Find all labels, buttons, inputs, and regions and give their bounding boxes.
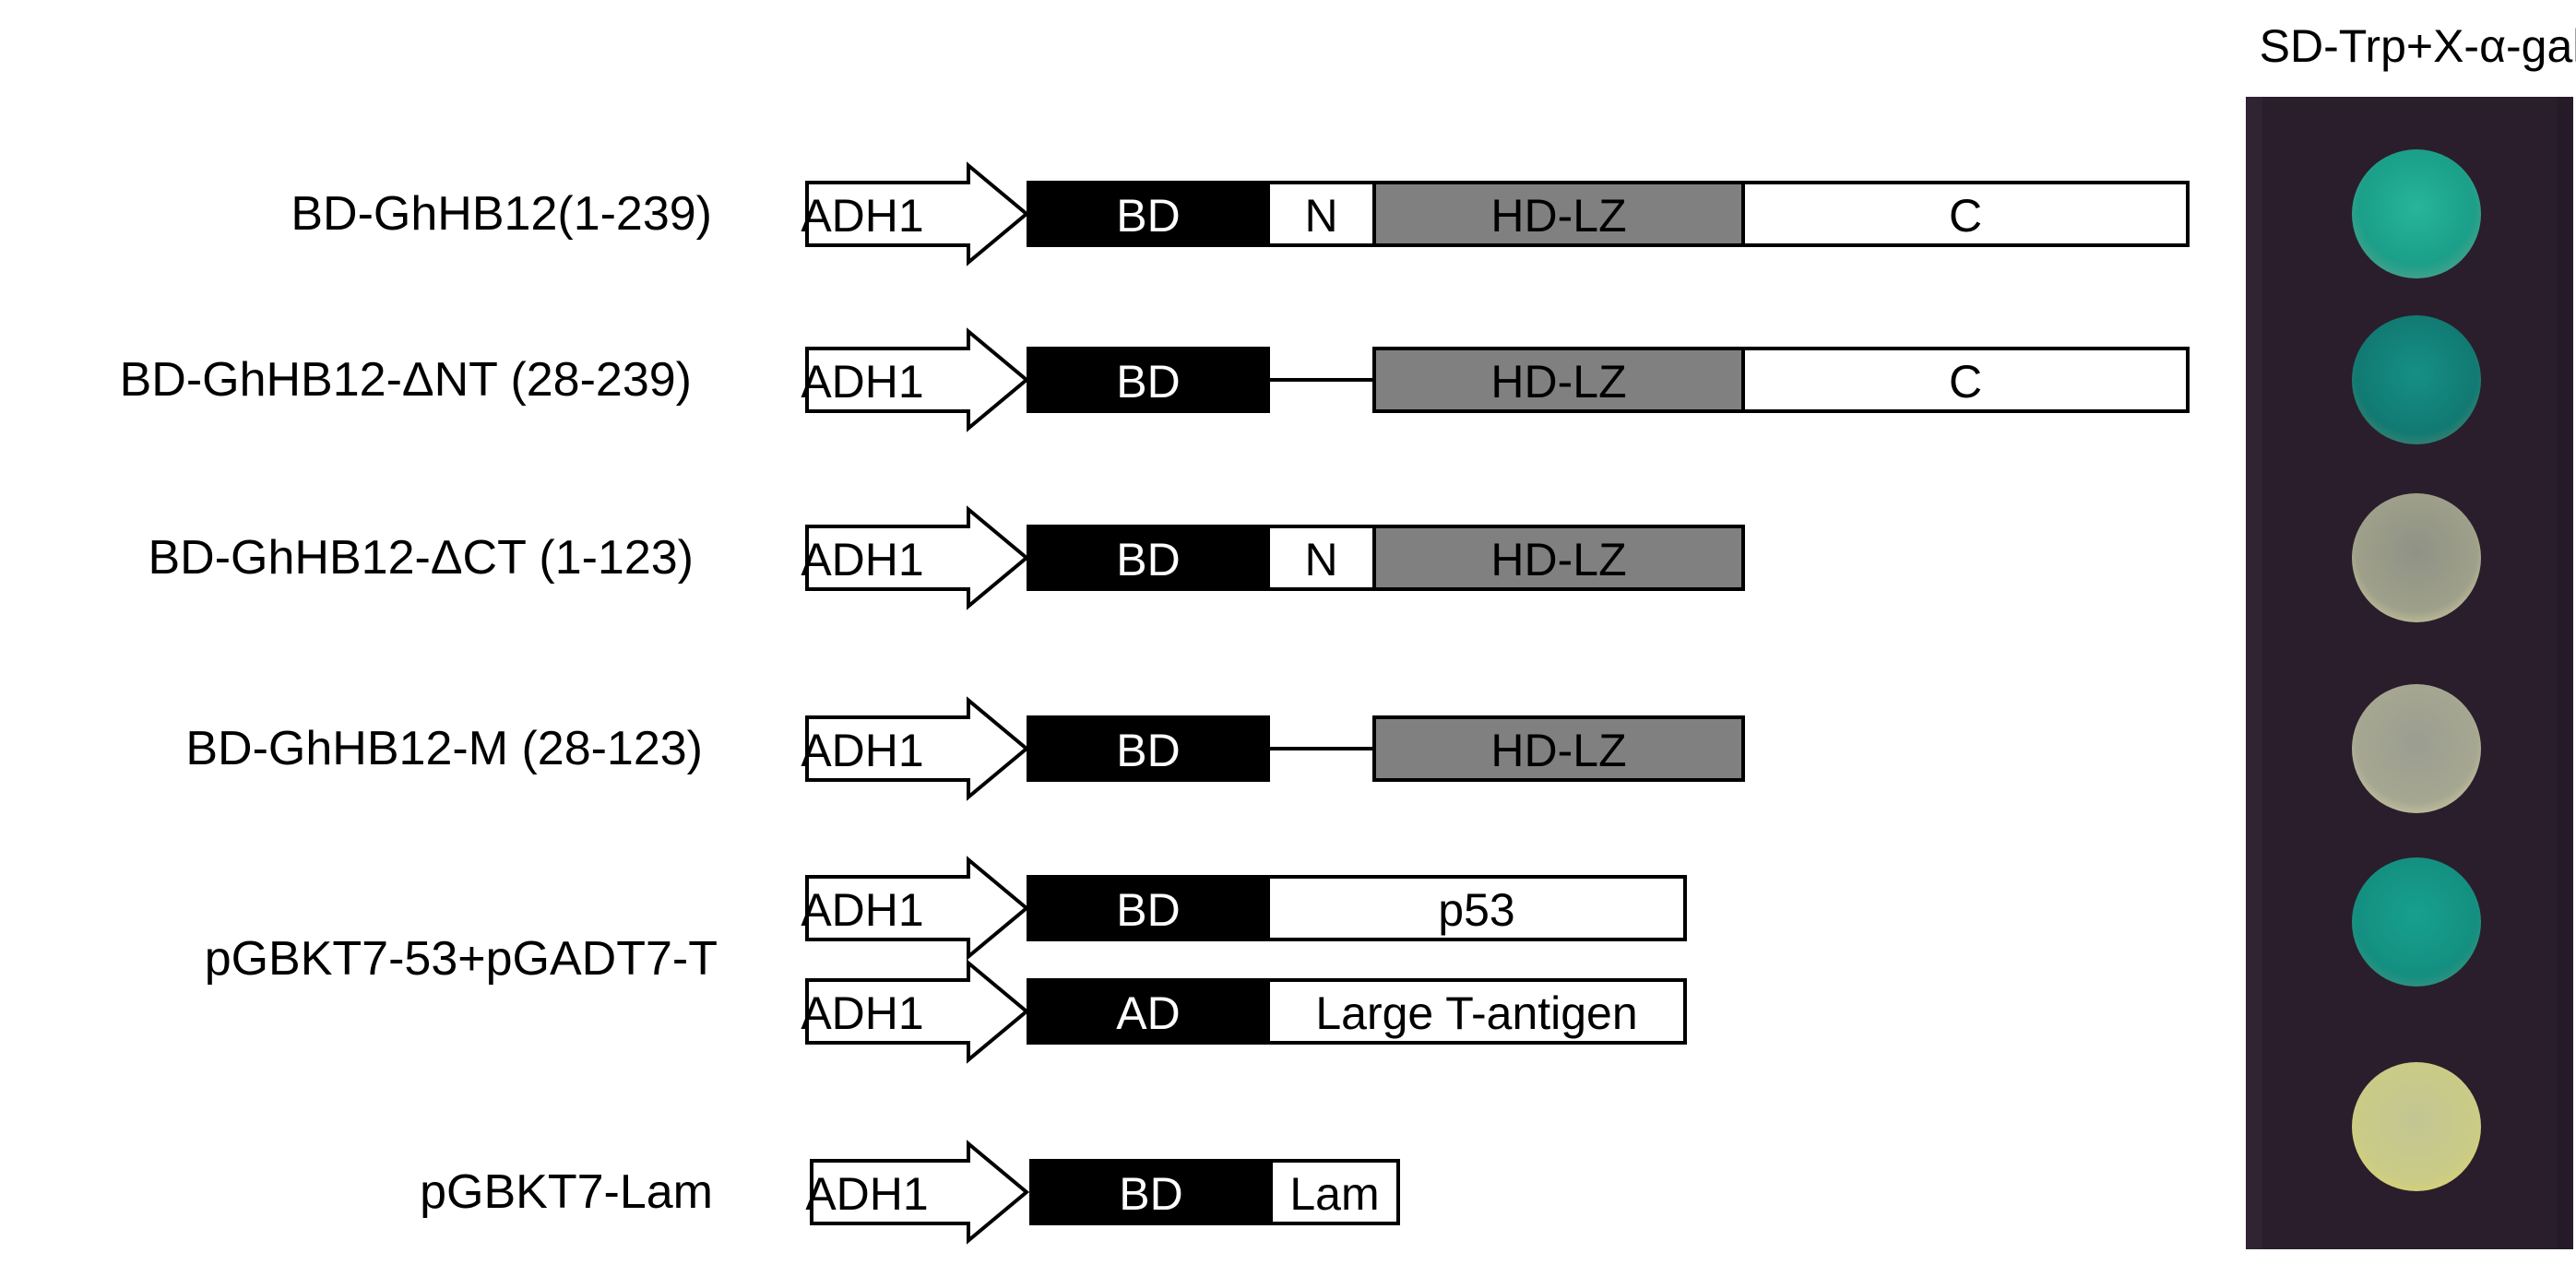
positive-control-line2-segment-ad-box (1027, 978, 1270, 1045)
bd-ghhb12-full-segment-hd-lz-box (1372, 181, 1745, 247)
bd-ghhb12-dnt-segment-bd-box (1027, 347, 1270, 413)
adh1-arrow-shape (805, 696, 1030, 801)
construct-bd-ghhb12-dct: ADH1 BD N HD-LZ (801, 505, 1745, 610)
colony-spot-bd-ghhb12-dct (2352, 493, 2481, 622)
positive-control-line1-segment-bd-box (1027, 875, 1270, 941)
bd-ghhb12-full-segment-n-box (1266, 181, 1376, 247)
bd-ghhb12-dnt-segment-hd-lz-box (1372, 347, 1745, 413)
positive-control-line2-segment-ad-label: AD (1116, 987, 1180, 1039)
construct-bd-ghhb12-m: ADH1 BD HD-LZ (801, 696, 1745, 801)
bd-ghhb12-m-segment-bd-box (1027, 715, 1270, 782)
colony-spot-bd-ghhb12-full (2352, 149, 2481, 278)
positive-control-line2-promoter: ADH1 (801, 959, 1030, 1064)
bd-ghhb12-dnt-segment-c-label: C (1949, 356, 1982, 408)
adh1-arrow-shape (805, 856, 1030, 961)
bd-ghhb12-full-segment-bd-box (1027, 181, 1270, 247)
bd-ghhb12-m-segment-hd-lz-label: HD-LZ (1490, 725, 1626, 776)
colony-spot-bd-ghhb12-m (2352, 684, 2481, 813)
colony-spot-bd-ghhb12-dnt (2352, 315, 2481, 444)
construct-bd-ghhb12-full: ADH1 BD N HD-LZ C (801, 161, 2190, 266)
colony-spot-positive-control (2352, 857, 2481, 987)
bd-ghhb12-m-segment-bd-label: BD (1116, 725, 1180, 776)
plate-title: SD-Trp+X-α-gal (2260, 20, 2576, 72)
positive-control-line1-segment-p53-label: p53 (1438, 884, 1514, 936)
colony-spot-negative-control (2352, 1062, 2481, 1191)
bd-ghhb12-m-segment-hd-lz-box (1372, 715, 1745, 782)
bd-ghhb12-dnt-promoter: ADH1 (801, 327, 1030, 432)
bd-ghhb12-full-segment-hd-lz-label: HD-LZ (1490, 190, 1626, 242)
negative-control-promoter: ADH1 (805, 1140, 1030, 1245)
adh1-promoter-label: ADH1 (801, 534, 923, 585)
bd-ghhb12-dnt-segment-c-box (1741, 347, 2190, 413)
adh1-promoter-label: ADH1 (801, 987, 923, 1039)
adh1-promoter-label: ADH1 (801, 356, 923, 408)
bd-ghhb12-m-promoter: ADH1 (801, 696, 1030, 801)
positive-control-line1-promoter: ADH1 (801, 856, 1030, 961)
bd-ghhb12-dct-segment-hd-lz-box (1372, 525, 1745, 591)
bd-ghhb12-dct-segment-n-box (1266, 525, 1376, 591)
bd-ghhb12-full-segment-bd-label: BD (1116, 190, 1180, 242)
negative-control-segment-lam-label: Lam (1289, 1168, 1379, 1220)
negative-control-segment-bd-label: BD (1119, 1168, 1182, 1220)
plate-edge-shade (2246, 97, 2262, 1249)
bd-ghhb12-full-segment-c-box (1741, 181, 2190, 247)
bd-ghhb12-full-segment-n-label: N (1304, 190, 1337, 242)
construct-bd-ghhb12-dnt: ADH1 BD HD-LZ C (801, 327, 2190, 432)
negative-control-segment-lam-box (1269, 1159, 1400, 1225)
adh1-promoter-label: ADH1 (805, 1168, 928, 1220)
bd-ghhb12-dct-segment-bd-label: BD (1116, 534, 1180, 585)
bd-ghhb12-dnt-segment-bd-label: BD (1116, 356, 1180, 408)
bd-ghhb12-dnt-segment-hd-lz-label: HD-LZ (1490, 356, 1626, 408)
bd-ghhb12-full-segment-c-label: C (1949, 190, 1982, 242)
bd-ghhb12-full-promoter: ADH1 (801, 161, 1030, 266)
positive-control-line1-segment-p53-box (1266, 875, 1687, 941)
construct-label-positive-control: pGBKT7-53+pGADT7-T (205, 932, 718, 986)
adh1-arrow-shape (805, 959, 1030, 1064)
plate-edge-shade (2557, 97, 2573, 1249)
bd-ghhb12-dct-promoter: ADH1 (801, 505, 1030, 610)
construct-label-bd-ghhb12-dnt: BD-GhHB12-ΔNT (28-239) (120, 353, 692, 407)
adh1-arrow-shape (805, 505, 1030, 610)
construct-label-negative-control: pGBKT7-Lam (420, 1165, 713, 1219)
positive-control-line2-segment-large-t-antigen-label: Large T-antigen (1315, 987, 1637, 1039)
bd-ghhb12-dct-segment-bd-box (1027, 525, 1270, 591)
positive-control-line2-segment-large-t-antigen-box (1266, 978, 1687, 1045)
adh1-promoter-label: ADH1 (801, 725, 923, 776)
adh1-arrow-shape (810, 1140, 1030, 1245)
adh1-promoter-label: ADH1 (801, 884, 923, 936)
adh1-arrow-shape (805, 327, 1030, 432)
agar-plate-strip (2246, 97, 2573, 1249)
construct-label-bd-ghhb12-dct: BD-GhHB12-ΔCT (1-123) (148, 531, 694, 585)
bd-ghhb12-dct-segment-n-label: N (1304, 534, 1337, 585)
adh1-promoter-label: ADH1 (801, 190, 923, 242)
bd-ghhb12-dct-segment-hd-lz-label: HD-LZ (1490, 534, 1626, 585)
construct-label-bd-ghhb12-m: BD-GhHB12-M (28-123) (185, 722, 703, 775)
positive-control-line1-segment-bd-label: BD (1116, 884, 1180, 936)
construct-negative-control: ADH1 BD Lam (805, 1140, 1400, 1245)
adh1-arrow-shape (805, 161, 1030, 266)
construct-label-bd-ghhb12-full: BD-GhHB12(1-239) (291, 187, 712, 241)
